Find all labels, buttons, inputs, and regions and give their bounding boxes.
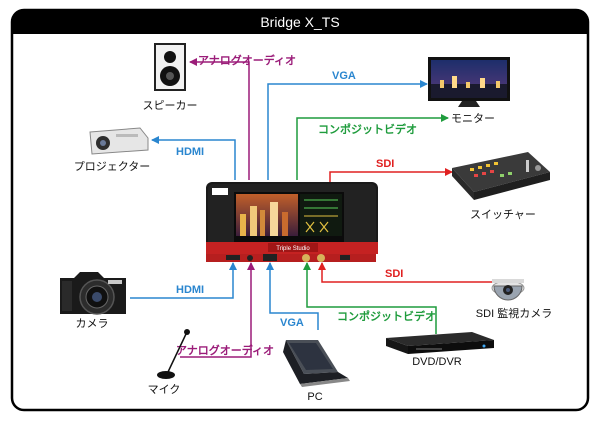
sdi-camera-label: SDI 監視カメラ [476, 306, 552, 320]
diagram-title: Bridge X_TS [260, 14, 339, 30]
projector-label: プロジェクター [74, 160, 151, 173]
projector-icon [89, 127, 149, 155]
camera-label: カメラ [76, 317, 109, 330]
speaker-icon [154, 43, 186, 91]
dvd-recorder-icon [386, 332, 494, 354]
dome-camera-icon [491, 279, 525, 301]
speaker-label: スピーカー [143, 99, 198, 112]
speaker-audio-line [189, 58, 250, 180]
dvd-label: DVD/DVR [412, 356, 462, 368]
switcher-sdi-line [329, 168, 453, 182]
dslr-camera-icon [60, 272, 126, 315]
monitor-icon [428, 57, 510, 107]
switcher-sdi-label: SDI [376, 158, 394, 170]
camera-hdmi-label: HDMI [176, 284, 204, 296]
monitor-composite-label: コンポジットビデオ [318, 122, 417, 136]
mic-audio-label: アナログオーディオ [176, 343, 274, 357]
microphone-icon [157, 329, 190, 379]
device-badge-text: Triple Studio [276, 246, 310, 252]
video-switcher-icon [452, 152, 550, 200]
device-badge [268, 243, 318, 252]
sdi-camera-sdi-line [318, 262, 494, 283]
dvd-composite-label: コンポジットビデオ [337, 309, 436, 323]
bridge-device: Triple Studio [206, 182, 378, 262]
projector-hdmi-label: HDMI [176, 146, 204, 158]
camera-hdmi-line [130, 262, 237, 299]
pc-label: PC [307, 391, 322, 403]
pc-vga-label: VGA [280, 317, 304, 329]
sdi-camera-sdi-label: SDI [385, 268, 403, 280]
mic-audio-line [180, 262, 255, 358]
pc-vga-line [266, 262, 319, 330]
mic-label: マイク [148, 383, 181, 396]
monitor-vga-line [267, 80, 428, 180]
speaker-audio-label: アナログオーディオ [198, 53, 296, 67]
projector-hdmi-line [151, 136, 236, 180]
monitor-composite-line [296, 114, 449, 180]
dvd-composite-line [303, 262, 437, 334]
laptop-icon [283, 340, 350, 387]
monitor-vga-label: VGA [332, 70, 356, 82]
monitor-label: モニター [451, 112, 495, 125]
switcher-label: スイッチャー [470, 208, 536, 221]
